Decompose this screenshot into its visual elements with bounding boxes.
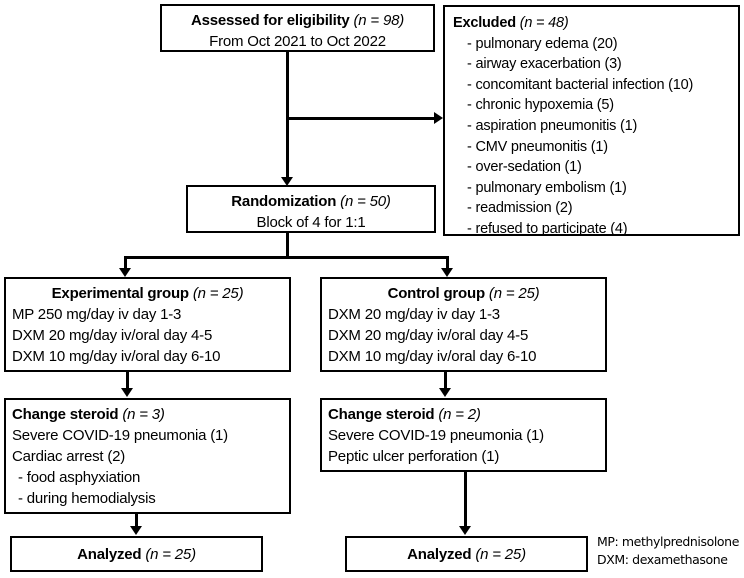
control-group-regimen: DXM 20 mg/day iv/oral day 4-5 xyxy=(328,327,529,344)
control-change-steroid-box: Change steroid (n = 2) Severe COVID-19 p… xyxy=(320,398,607,472)
arrowhead-to-randomization xyxy=(281,177,293,186)
randomization-box: Randomization (n = 50) Block of 4 for 1:… xyxy=(186,185,436,233)
assessed-count: (n = 98) xyxy=(353,12,405,29)
arrowhead-experimental-analyzed xyxy=(130,526,142,535)
connector-experimental-to-change xyxy=(126,372,129,389)
control-group-regimen: DXM 10 mg/day iv/oral day 6-10 xyxy=(328,348,537,365)
arrowhead-control-analyzed xyxy=(459,526,471,535)
connector-to-experimental-group xyxy=(124,256,127,270)
experimental-change-count: (n = 3) xyxy=(122,406,165,423)
excluded-reason: - airway exacerbation (3) xyxy=(467,56,622,73)
control-change-reason: Severe COVID-19 pneumonia (1) xyxy=(328,427,544,444)
experimental-group-regimen: DXM 10 mg/day iv/oral day 6-10 xyxy=(12,348,221,365)
control-change-reason: Peptic ulcer perforation (1) xyxy=(328,448,500,465)
randomization-block: Block of 4 for 1:1 xyxy=(256,214,366,231)
experimental-change-reason: Cardiac arrest (2) xyxy=(12,448,126,465)
excluded-reason: - concomitant bacterial infection (10) xyxy=(467,76,694,93)
excluded-reason: - pulmonary edema (20) xyxy=(467,35,618,52)
experimental-group-regimen: DXM 20 mg/day iv/oral day 4-5 xyxy=(12,327,213,344)
abbreviation-legend: MP: methylprednisolone DXM: dexamethason… xyxy=(597,533,743,569)
connector-randomization-stem xyxy=(286,233,289,259)
excluded-box: Excluded (n = 48) - pulmonary edema (20)… xyxy=(443,5,740,237)
excluded-reason: - refused to participate (4) xyxy=(467,220,628,237)
excluded-reason: - aspiration pneumonitis (1) xyxy=(467,117,638,134)
connector-control-to-analyzed xyxy=(464,472,467,528)
control-group-heading: Control group (n = 25) xyxy=(387,285,540,302)
experimental-analyzed-count: (n = 25) xyxy=(145,546,196,563)
experimental-change-heading: Change steroid (n = 3) xyxy=(12,406,165,423)
experimental-group-count: (n = 25) xyxy=(192,285,244,302)
excluded-reason: - chronic hypoxemia (5) xyxy=(467,97,614,114)
connector-control-to-change xyxy=(444,372,447,389)
connector-assessed-to-excluded xyxy=(286,117,436,120)
excluded-reason: - over-sedation (1) xyxy=(467,159,582,176)
connector-to-control-group xyxy=(446,256,449,270)
excluded-reason: - readmission (2) xyxy=(467,200,573,217)
arrowhead-experimental-change xyxy=(121,388,133,397)
experimental-change-reason: Severe COVID-19 pneumonia (1) xyxy=(12,427,228,444)
control-analyzed-count: (n = 25) xyxy=(475,546,526,563)
connector-experimental-to-analyzed xyxy=(135,514,138,528)
arrowhead-to-control-group xyxy=(441,268,453,277)
excluded-reason: - pulmonary embolism (1) xyxy=(467,179,627,196)
control-change-heading: Change steroid (n = 2) xyxy=(328,406,481,423)
randomization-count: (n = 50) xyxy=(340,193,391,210)
randomization-heading: Randomization (n = 50) xyxy=(231,193,391,210)
connector-randomization-split xyxy=(124,256,449,259)
experimental-analyzed-box: Analyzed (n = 25) xyxy=(10,536,263,572)
control-analyzed-box: Analyzed (n = 25) xyxy=(345,536,588,572)
experimental-group-regimen: MP 250 mg/day iv day 1-3 xyxy=(12,306,182,323)
experimental-group-heading: Experimental group (n = 25) xyxy=(51,285,244,302)
control-group-regimen: DXM 20 mg/day iv day 1-3 xyxy=(328,306,500,323)
legend-dxm: DXM: dexamethasone xyxy=(597,552,728,567)
arrowhead-to-excluded xyxy=(434,112,443,124)
arrowhead-control-change xyxy=(439,388,451,397)
legend-mp: MP: methylprednisolone xyxy=(597,534,739,549)
experimental-change-subreason: - food asphyxiation xyxy=(18,469,141,486)
excluded-reason: - CMV pneumonitis (1) xyxy=(467,138,608,155)
experimental-change-subreason: - during hemodialysis xyxy=(18,490,156,507)
control-change-count: (n = 2) xyxy=(438,406,481,423)
assessed-heading: Assessed for eligibility (n = 98) xyxy=(190,12,405,29)
excluded-heading: Excluded (n = 48) xyxy=(453,15,569,31)
arrowhead-to-experimental-group xyxy=(119,268,131,277)
excluded-count: (n = 48) xyxy=(519,15,569,31)
experimental-analyzed-heading: Analyzed (n = 25) xyxy=(77,546,196,563)
experimental-group-box: Experimental group (n = 25) MP 250 mg/da… xyxy=(4,277,291,372)
connector-assessed-to-randomization xyxy=(286,52,289,180)
assessed-date-range: From Oct 2021 to Oct 2022 xyxy=(209,33,386,50)
control-analyzed-heading: Analyzed (n = 25) xyxy=(407,546,526,563)
experimental-change-steroid-box: Change steroid (n = 3) Severe COVID-19 p… xyxy=(4,398,291,514)
assessed-for-eligibility-box: Assessed for eligibility (n = 98) From O… xyxy=(160,4,435,52)
control-group-box: Control group (n = 25) DXM 20 mg/day iv … xyxy=(320,277,607,372)
control-group-count: (n = 25) xyxy=(488,285,540,302)
